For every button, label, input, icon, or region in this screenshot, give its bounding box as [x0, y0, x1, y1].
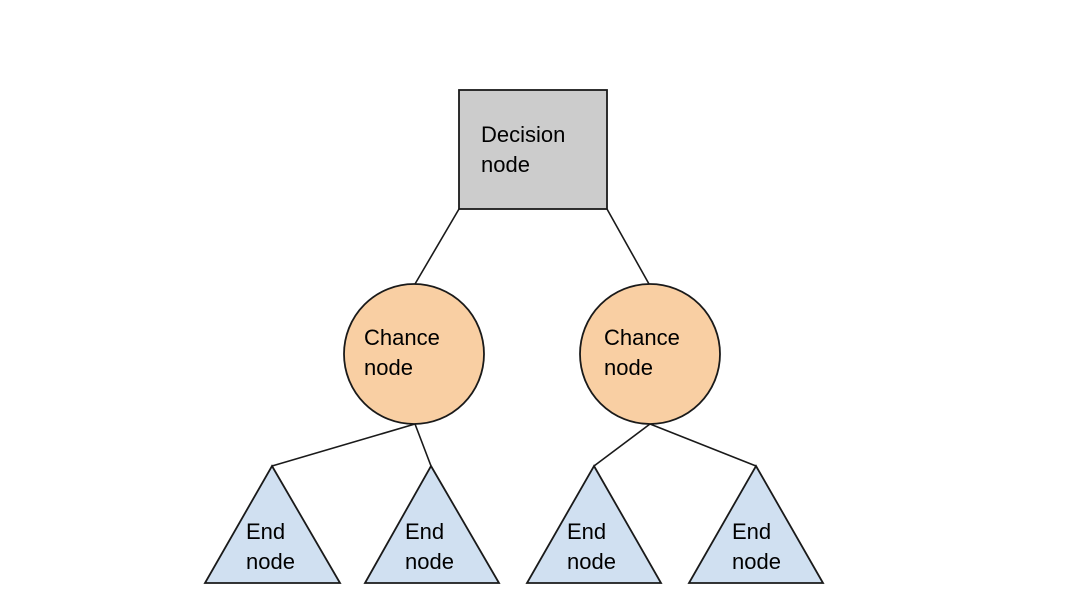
chance-node-left[interactable]: Chance node: [343, 283, 485, 425]
decision-node-label-line2: node: [481, 152, 530, 177]
decision-node[interactable]: Decision node: [458, 89, 608, 210]
end-node-2-label-line1: End: [405, 519, 444, 544]
end-node-1-label-line1: End: [246, 519, 285, 544]
edge-chance-right-to-end-4: [649, 423, 757, 467]
end-node-1-shape[interactable]: [203, 464, 342, 584]
edge-decision-to-chance-right: [606, 208, 650, 285]
end-node-4-shape[interactable]: [687, 464, 825, 584]
end-node-4[interactable]: End node: [687, 464, 825, 584]
edge-chance-left-to-end-2: [414, 423, 432, 467]
end-node-3-label-line1: End: [567, 519, 606, 544]
edge-chance-left-to-end-1: [271, 423, 416, 467]
end-node-4-label-line2: node: [732, 549, 781, 574]
end-node-3-label-line2: node: [567, 549, 616, 574]
chance-node-left-label-line2: node: [364, 355, 413, 380]
end-node-3[interactable]: End node: [525, 464, 663, 584]
end-node-1[interactable]: End node: [203, 464, 342, 584]
chance-node-right[interactable]: Chance node: [579, 283, 721, 425]
edge-chance-right-to-end-3: [593, 423, 651, 467]
edge-decision-to-chance-left: [414, 208, 460, 285]
chance-node-left-shape[interactable]: [343, 283, 485, 425]
end-node-2-label-line2: node: [405, 549, 454, 574]
decision-node-label-line1: Decision: [481, 122, 565, 147]
end-node-1-label-line2: node: [246, 549, 295, 574]
end-node-4-label-line1: End: [732, 519, 771, 544]
end-node-3-shape[interactable]: [525, 464, 663, 584]
chance-node-right-label-line1: Chance: [604, 325, 680, 350]
end-node-2[interactable]: End node: [363, 464, 501, 584]
chance-node-right-label-line2: node: [604, 355, 653, 380]
end-node-2-shape[interactable]: [363, 464, 501, 584]
chance-node-right-shape[interactable]: [579, 283, 721, 425]
chance-node-left-label-line1: Chance: [364, 325, 440, 350]
decision-node-shape[interactable]: [458, 89, 608, 210]
edge-layer: [271, 208, 757, 467]
